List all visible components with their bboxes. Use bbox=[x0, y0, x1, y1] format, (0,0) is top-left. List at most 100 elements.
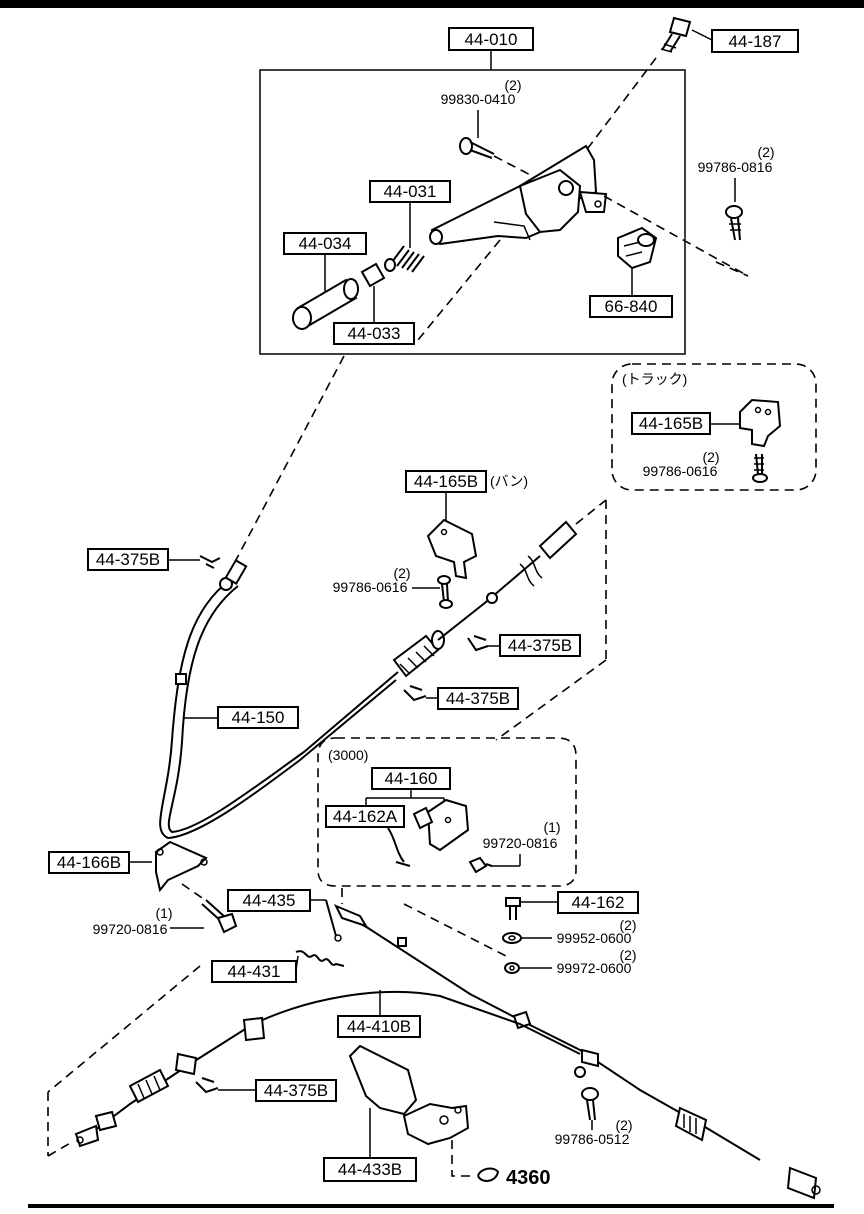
svg-text:4360: 4360 bbox=[506, 1167, 551, 1189]
svg-text:99786-0616: 99786-0616 bbox=[643, 463, 718, 479]
svg-text:44-162: 44-162 bbox=[572, 893, 625, 912]
label-44-150[interactable]: 44-150 bbox=[217, 706, 299, 729]
svg-text:44-031: 44-031 bbox=[384, 182, 437, 201]
svg-text:44-433B: 44-433B bbox=[338, 1160, 402, 1179]
clip-icon bbox=[195, 1077, 219, 1094]
svg-text:(2): (2) bbox=[619, 917, 636, 933]
rear-cable-left bbox=[74, 991, 581, 1148]
svg-text:44-375B: 44-375B bbox=[96, 550, 160, 569]
bolt-icon bbox=[468, 856, 493, 874]
svg-text:44-410B: 44-410B bbox=[347, 1017, 411, 1036]
label-44-375b-mid1[interactable]: 44-375B bbox=[499, 634, 581, 657]
svg-text:44-034: 44-034 bbox=[299, 234, 352, 253]
connector-icon bbox=[477, 1167, 500, 1182]
svg-text:99952-0600: 99952-0600 bbox=[557, 930, 632, 946]
screw-icon bbox=[725, 205, 743, 241]
svg-text:44-431: 44-431 bbox=[228, 962, 281, 981]
label-44-162a[interactable]: 44-162A bbox=[325, 805, 405, 828]
label-44-375b-mid2[interactable]: 44-375B bbox=[437, 687, 519, 710]
svg-text:44-435: 44-435 bbox=[243, 891, 296, 910]
label-44-433b[interactable]: 44-433B bbox=[323, 1157, 417, 1182]
washer-icon bbox=[504, 962, 520, 974]
label-44-410b[interactable]: 44-410B bbox=[337, 1015, 421, 1038]
label-44-166b[interactable]: 44-166B bbox=[48, 851, 130, 874]
svg-text:44-162A: 44-162A bbox=[333, 807, 398, 826]
svg-text:99720-0816: 99720-0816 bbox=[93, 921, 168, 937]
label-44-165b-van[interactable]: 44-165B bbox=[405, 470, 487, 493]
svg-text:(2): (2) bbox=[619, 947, 636, 963]
handle-grip bbox=[292, 278, 359, 330]
label-44-165b-truck[interactable]: 44-165B bbox=[631, 412, 711, 435]
label-44-375b-bot[interactable]: 44-375B bbox=[255, 1079, 337, 1102]
label-44-031[interactable]: 44-031 bbox=[369, 180, 451, 203]
label-44-435[interactable]: 44-435 bbox=[227, 889, 311, 912]
screw-icon bbox=[459, 137, 495, 159]
svg-text:44-165B: 44-165B bbox=[414, 472, 478, 491]
label-44-034[interactable]: 44-034 bbox=[283, 232, 367, 255]
svg-text:(2): (2) bbox=[393, 565, 410, 581]
svg-text:44-010: 44-010 bbox=[465, 30, 518, 49]
svg-text:99972-0600: 99972-0600 bbox=[557, 960, 632, 976]
svg-text:44-375B: 44-375B bbox=[508, 636, 572, 655]
svg-text:(2): (2) bbox=[757, 144, 774, 160]
svg-text:44-187: 44-187 bbox=[729, 32, 782, 51]
label-44-033[interactable]: 44-033 bbox=[333, 322, 415, 345]
label-44-162[interactable]: 44-162 bbox=[557, 891, 639, 914]
bracket-icon bbox=[739, 398, 782, 448]
bolt-icon bbox=[660, 16, 692, 53]
svg-text:(2): (2) bbox=[615, 1117, 632, 1133]
svg-text:(2): (2) bbox=[702, 449, 719, 465]
bracket-icon bbox=[155, 840, 208, 893]
parking-brake-lever bbox=[429, 144, 608, 246]
svg-text:(3000): (3000) bbox=[328, 747, 368, 763]
bracket-icon bbox=[348, 1044, 470, 1146]
svg-text:44-033: 44-033 bbox=[348, 324, 401, 343]
screw-icon bbox=[581, 1087, 599, 1121]
svg-text:(バン): (バン) bbox=[490, 473, 528, 489]
truck-variant-frame bbox=[611, 363, 817, 491]
svg-text:99830-0410: 99830-0410 bbox=[441, 91, 516, 107]
svg-text:44-166B: 44-166B bbox=[57, 853, 121, 872]
svg-text:99786-0816: 99786-0816 bbox=[698, 159, 773, 175]
top-rule bbox=[0, 0, 864, 8]
label-44-160[interactable]: 44-160 bbox=[371, 767, 451, 790]
label-44-375b-top[interactable]: 44-375B bbox=[87, 548, 169, 571]
rear-cable-right bbox=[333, 904, 821, 1200]
svg-text:99786-0616: 99786-0616 bbox=[333, 579, 408, 595]
svg-text:(2): (2) bbox=[504, 77, 521, 93]
bracket-icon bbox=[426, 518, 478, 580]
engine-3000-variant-frame bbox=[317, 737, 577, 887]
bolt-icon bbox=[505, 897, 521, 920]
collar-icon bbox=[360, 262, 386, 288]
svg-text:44-375B: 44-375B bbox=[446, 689, 510, 708]
svg-text:(トラック): (トラック) bbox=[622, 371, 687, 387]
front-cable bbox=[159, 520, 578, 840]
svg-text:(1): (1) bbox=[543, 819, 560, 835]
label-44-431[interactable]: 44-431 bbox=[211, 960, 297, 983]
clip-icon bbox=[403, 685, 427, 702]
svg-text:66-840: 66-840 bbox=[605, 297, 658, 316]
svg-text:44-375B: 44-375B bbox=[264, 1081, 328, 1100]
label-44-010[interactable]: 44-010 bbox=[448, 27, 534, 51]
lever-assembly-frame bbox=[259, 69, 686, 355]
bottom-rule bbox=[28, 1204, 834, 1208]
svg-text:44-160: 44-160 bbox=[385, 769, 438, 788]
washer-icon bbox=[502, 932, 522, 944]
spring-icon bbox=[384, 245, 425, 273]
equalizer-bracket bbox=[387, 798, 470, 867]
svg-text:44-165B: 44-165B bbox=[639, 414, 703, 433]
pin-icon bbox=[325, 899, 342, 942]
brake-switch bbox=[617, 226, 658, 270]
spring-icon bbox=[295, 950, 345, 967]
label-44-187[interactable]: 44-187 bbox=[711, 29, 799, 53]
screw-icon bbox=[752, 453, 768, 483]
clip-icon bbox=[199, 555, 221, 569]
svg-text:(1): (1) bbox=[155, 905, 172, 921]
label-66-840[interactable]: 66-840 bbox=[589, 295, 673, 318]
svg-text:99720-0816: 99720-0816 bbox=[483, 835, 558, 851]
bolt-icon bbox=[201, 899, 238, 934]
clip-icon bbox=[467, 635, 489, 652]
svg-text:99786-0512: 99786-0512 bbox=[555, 1131, 630, 1147]
svg-text:44-150: 44-150 bbox=[232, 708, 285, 727]
